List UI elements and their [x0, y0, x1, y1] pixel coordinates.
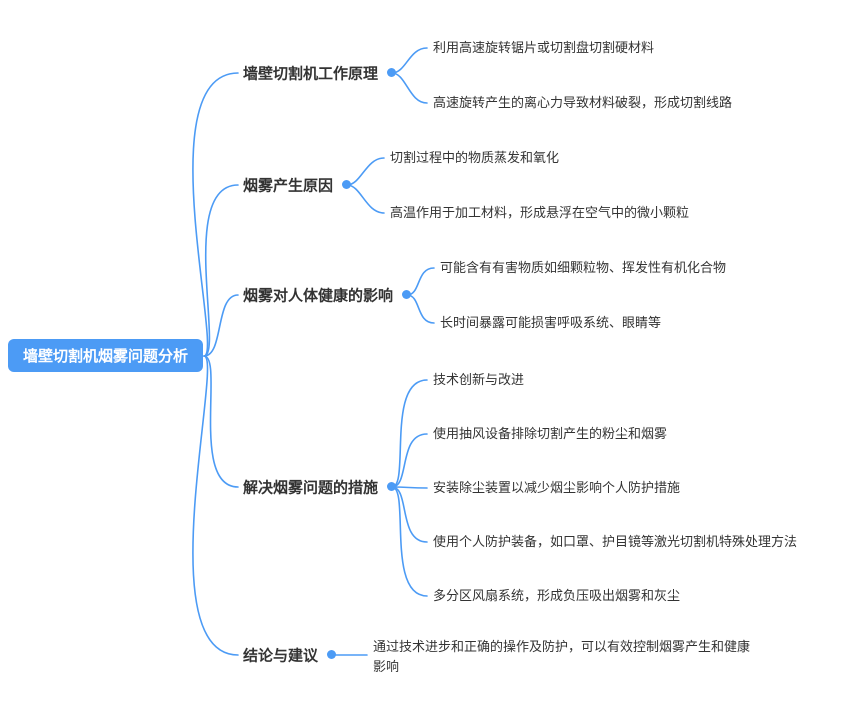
leaf-node[interactable]: 通过技术进步和正确的操作及防护，可以有效控制烟雾产生和健康影响 — [373, 638, 751, 674]
branch-dot[interactable] — [387, 68, 396, 77]
connector-line — [391, 379, 428, 488]
leaf-node[interactable]: 使用抽风设备排除切割产生的粉尘和烟雾 — [433, 425, 668, 441]
connector-line — [192, 72, 239, 357]
connector-line — [391, 433, 428, 488]
branch-health-effects[interactable]: 烟雾对人体健康的影响 — [243, 287, 394, 305]
connector-line — [346, 184, 385, 214]
connector-line — [391, 486, 428, 543]
leaf-node[interactable]: 安装除尘装置以减少烟尘影响个人防护措施 — [433, 479, 681, 495]
branch-dot[interactable] — [342, 180, 351, 189]
leaf-node[interactable]: 利用高速旋转锯片或切割盘切割硬材料 — [433, 39, 655, 55]
connector-line — [203, 355, 239, 488]
connector-line — [391, 486, 428, 489]
branch-dot[interactable] — [402, 290, 411, 299]
branch-dot[interactable] — [327, 650, 336, 659]
connector-line — [406, 294, 435, 324]
leaf-node[interactable]: 高速旋转产生的离心力导致材料破裂，形成切割线路 — [433, 94, 733, 110]
leaf-node[interactable]: 多分区风扇系统，形成负压吸出烟雾和灰尘 — [433, 587, 681, 603]
leaf-node[interactable]: 使用个人防护装备，如口罩、护目镜等激光切割机特殊处理方法 — [433, 533, 798, 549]
branch-dot[interactable] — [387, 482, 396, 491]
connector-line — [391, 486, 428, 597]
branch-solutions[interactable]: 解决烟雾问题的措施 — [243, 479, 379, 497]
branch-conclusion[interactable]: 结论与建议 — [243, 647, 319, 665]
leaf-node[interactable]: 技术创新与改进 — [433, 371, 525, 387]
branch-working-principle[interactable]: 墙壁切割机工作原理 — [243, 65, 379, 83]
leaf-node[interactable]: 长时间暴露可能损害呼吸系统、眼睛等 — [440, 314, 662, 330]
connector-line — [391, 72, 428, 104]
connector-line — [203, 184, 239, 357]
leaf-node[interactable]: 可能含有有害物质如细颗粒物、挥发性有机化合物 — [440, 259, 727, 275]
connector-line — [406, 267, 435, 296]
leaf-node[interactable]: 切割过程中的物质蒸发和氧化 — [390, 149, 560, 165]
connector-line — [346, 157, 385, 186]
root-node[interactable]: 墙壁切割机烟雾问题分析 — [8, 339, 204, 372]
connector-line — [391, 47, 428, 74]
connector-line — [203, 294, 239, 357]
connector-line — [192, 355, 239, 656]
leaf-node[interactable]: 高温作用于加工材料，形成悬浮在空气中的微小颗粒 — [390, 204, 690, 220]
branch-smoke-causes[interactable]: 烟雾产生原因 — [243, 177, 334, 195]
